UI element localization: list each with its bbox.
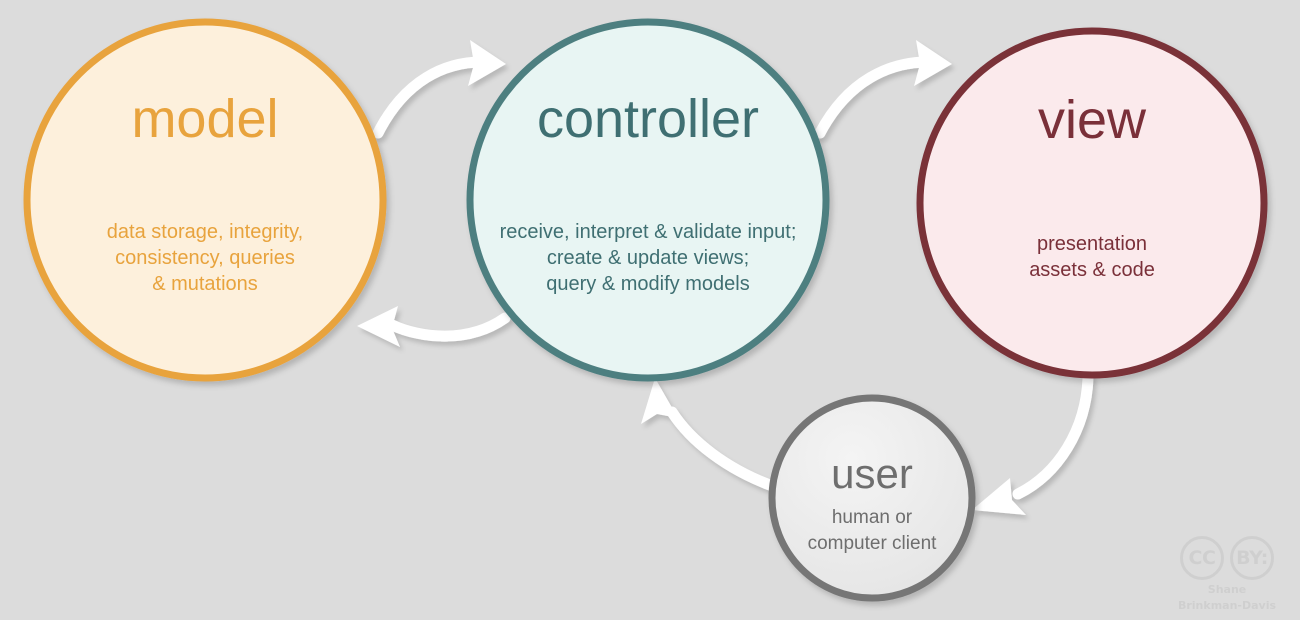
arrow-controller-to-model: [357, 306, 511, 347]
controller-title: controller: [537, 89, 759, 149]
node-model[interactable]: model data storage, integrity, consisten…: [23, 18, 387, 382]
user-desc-line-2: computer client: [808, 533, 938, 554]
node-controller[interactable]: controller receive, interpret & validate…: [466, 18, 830, 382]
arrow-user-to-controller: [641, 378, 784, 494]
controller-desc-line-1: receive, interpret & validate input;: [500, 221, 797, 243]
user-desc-line-1: human or: [832, 507, 913, 528]
controller-desc-line-2: create & update views;: [547, 247, 749, 269]
model-title: model: [131, 89, 278, 149]
node-view[interactable]: view presentation assets & code: [916, 27, 1268, 379]
model-desc-line-3: & mutations: [152, 273, 258, 295]
credit-line-1: Shane: [1207, 583, 1247, 596]
cc-badges: CC BY:: [1168, 536, 1286, 580]
view-circle[interactable]: [916, 27, 1268, 379]
creative-commons-attribution: CC BY: Shane Brinkman-Davis: [1168, 536, 1286, 612]
model-desc-line-1: data storage, integrity,: [107, 221, 303, 243]
view-title: view: [1038, 90, 1147, 150]
node-user[interactable]: user human or computer client: [768, 394, 976, 602]
user-title: user: [831, 450, 913, 497]
model-desc-line-2: consistency, queries: [115, 247, 295, 269]
controller-circle[interactable]: [466, 18, 830, 382]
controller-desc-line-3: query & modify models: [546, 273, 749, 295]
credit-line-2: Brinkman-Davis: [1177, 599, 1277, 612]
view-desc-line-1: presentation: [1037, 233, 1147, 255]
view-desc-line-2: assets & code: [1029, 259, 1155, 281]
arrow-controller-to-view: [814, 40, 952, 139]
arrow-model-to-controller: [372, 40, 506, 139]
model-circle[interactable]: [23, 18, 387, 382]
user-circle[interactable]: [768, 394, 976, 602]
cc-by-icon: BY:: [1230, 536, 1274, 580]
arrow-view-to-user: [972, 372, 1094, 515]
creative-commons-icon: CC: [1180, 536, 1224, 580]
